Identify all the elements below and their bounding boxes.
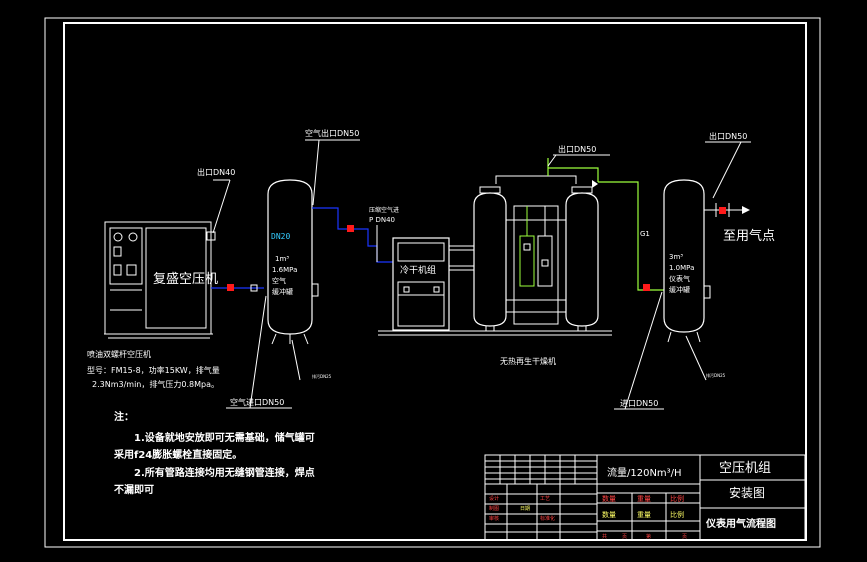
tb-draw: 制图 [489,505,499,512]
air-buffer-tank-1 [267,179,319,345]
valve-3 [643,284,650,291]
tank2-out-dn50-label: 出口DN50 [709,131,747,141]
instrument-air-tank-2 [663,179,711,343]
compressor-desc-1: 喷油双螺杆空压机 [87,349,151,359]
tb-total: 共 [602,533,607,540]
notes-line-1: 1.设备就地安放即可无需基础，储气罐可 [134,431,315,444]
tb-date: 日期 [520,506,530,512]
valve-4 [719,207,726,214]
pipe-dry-air [547,158,664,291]
compressor-desc-2: 型号：FM15-8，功率15KW，排气量 [87,365,220,375]
leader-air-in [249,295,267,409]
tb-qty: 数量 [602,494,616,503]
tb-qty-2: 数量 [602,510,616,519]
tb-process: 工艺 [540,496,550,502]
valve-1 [227,284,234,291]
outer-frame [44,17,821,548]
tb-name: 空压机组 [719,461,771,476]
out-dn40-label: 出口DN40 [197,167,235,177]
tank2-line1: 仪表气 [669,274,690,283]
dn40-b-label: P DN40 [369,216,395,224]
in-dn50-label: 进口DN50 [620,399,658,408]
to-use-point-label: 至用气点 [723,228,775,244]
desiccant-dryer [473,175,599,331]
compressor-desc-3: 2.3Nm3/min，排气压力0.8Mpa。 [92,379,219,389]
dryer-label: 无热再生干燥机 [500,356,556,366]
leader-out-dn40 [212,179,231,234]
g1-label: G1 [640,230,650,238]
tb-no: 第 [646,533,651,540]
air-compressor [104,221,216,339]
chiller-label: 冷干机组 [400,264,436,276]
tb-sheet: 页 [622,534,627,540]
dryer-out-dn50-label: 出口DN50 [558,144,596,154]
tb-page: 页 [682,534,687,540]
compressor-label: 复盛空压机 [153,272,218,287]
leader-air-out [312,139,320,206]
compressed-air-label: 压缩空气进 [369,206,399,214]
notes-line-2: 采用f24膨胀螺栓直接固定。 [113,448,242,461]
title-block [484,454,806,541]
tb-check: 审核 [489,515,499,522]
tb-drawing-title: 仪表用气流程图 [705,517,776,530]
tank2-pressure: 1.0MPa [669,264,694,272]
notes-block: 注： 1.设备就地安放即可无需基础，储气罐可 采用f24膨胀螺栓直接固定。 2.… [113,410,315,496]
tank2-line2: 缓冲罐 [669,285,690,294]
tank1-header: DN20 [271,232,290,241]
tb-drawing-type: 安装图 [729,485,765,500]
notes-line-4: 不漏即可 [114,483,154,496]
tank1-line2: 缓冲罐 [272,287,293,296]
flow-rate: 流量/120Nm³/H [607,466,682,479]
tb-design: 设计 [489,495,499,502]
drain-2-label: 排污DN25 [706,372,726,378]
tank1-pressure: 1.6MPa [272,266,297,274]
tank1-line1: 空气 [272,276,286,285]
air-in-dn50-label: 空气进口DN50 [230,397,284,407]
notes-title: 注： [114,410,134,423]
tb-standard: 标准化 [540,515,555,522]
inner-frame [63,22,807,541]
tank1-volume: 1m³ [275,255,289,263]
tb-scale-2: 比例 [670,510,684,519]
notes-line-3: 2.所有管路连接均用无缝钢管连接，焊点 [134,466,315,479]
tb-weight-2: 重量 [637,511,651,519]
tb-scale: 比例 [670,494,684,503]
valve-2 [347,225,354,232]
refrigerated-dryer [392,237,474,331]
air-out-dn50-label: 空气出口DN50 [305,128,359,138]
tank2-volume: 3m³ [669,253,683,261]
drain-1-label: 排污DN25 [312,373,332,379]
tb-weight: 重量 [637,495,651,503]
